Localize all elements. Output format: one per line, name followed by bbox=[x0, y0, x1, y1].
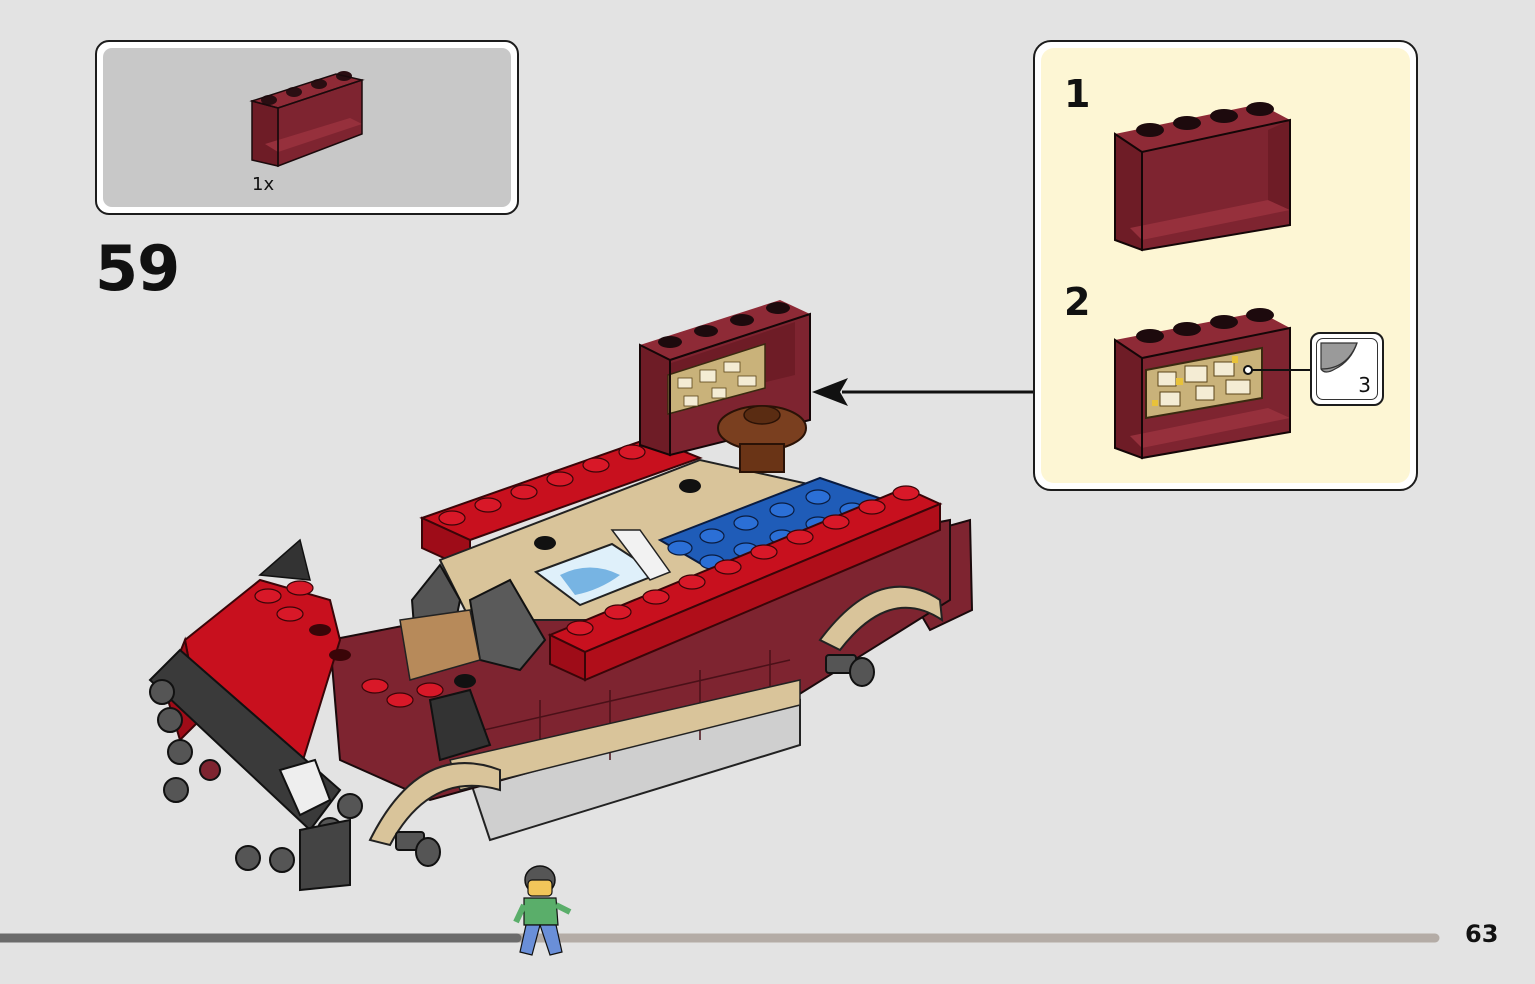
placement-arrow bbox=[812, 378, 1033, 406]
panel-brick-icon bbox=[249, 71, 365, 168]
sticker-peel-icon: 3 bbox=[1316, 338, 1378, 400]
substep-number-2: 2 bbox=[1064, 280, 1091, 324]
substep-1-panel-brick bbox=[1114, 102, 1291, 252]
brown-round-plate bbox=[717, 405, 807, 473]
car-seats bbox=[399, 563, 547, 681]
page-number: 63 bbox=[1465, 920, 1499, 948]
minifigure-progress-marker bbox=[513, 865, 572, 956]
deck-plates bbox=[419, 436, 943, 688]
parts-list-box bbox=[95, 40, 519, 215]
substep-number-1: 1 bbox=[1064, 72, 1091, 116]
front-bumper bbox=[148, 648, 363, 892]
step-number: 59 bbox=[95, 232, 180, 305]
sticker-number: 3 bbox=[1358, 373, 1371, 397]
part-quantity: 1x bbox=[252, 174, 275, 195]
substep-2-panel-brick-with-sticker bbox=[1114, 308, 1312, 460]
sticker-reference-box: 3 bbox=[1310, 332, 1384, 406]
